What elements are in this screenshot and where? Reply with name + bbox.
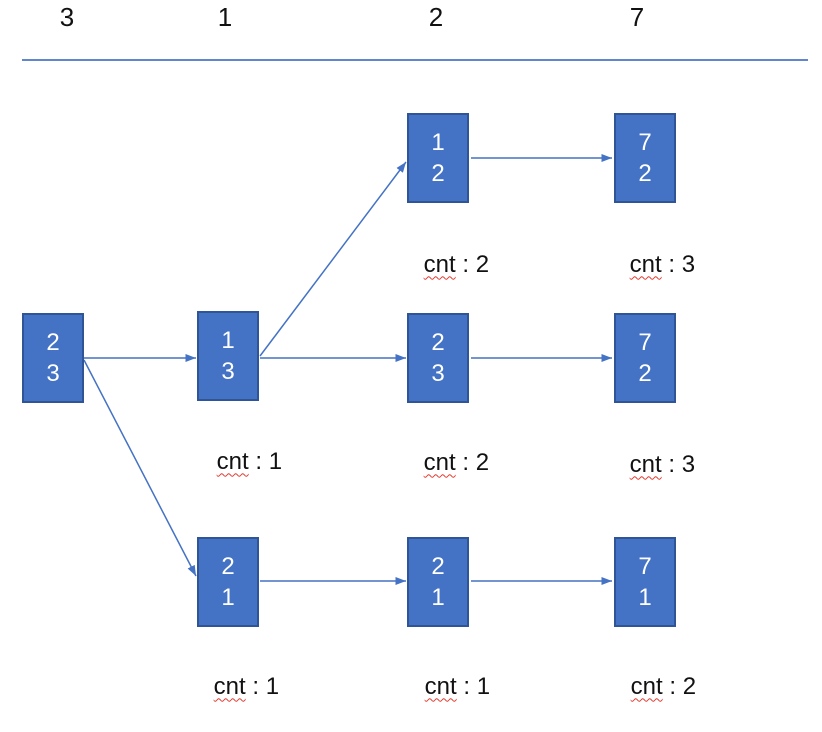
node-top-1-2[interactable]: 1 2: [407, 113, 469, 203]
count-value: 2: [475, 250, 490, 278]
node-value-bottom: 1: [638, 583, 652, 611]
node-mid-7-2[interactable]: 7 2: [614, 313, 676, 403]
node-value-bottom: 2: [638, 359, 652, 387]
count-word: cnt: [629, 450, 662, 478]
count-word: cnt: [629, 250, 662, 278]
count-separator: :: [455, 250, 476, 278]
node-value-top: 1: [221, 326, 235, 354]
node-value-bottom: 1: [221, 583, 235, 611]
count-label-top-7-2[interactable]: cnt : 3: [603, 223, 695, 306]
node-mid-1-3[interactable]: 1 3: [197, 311, 259, 401]
count-value: 2: [682, 672, 697, 700]
count-word: cnt: [213, 672, 246, 700]
count-separator: :: [662, 672, 683, 700]
count-separator: :: [455, 448, 476, 476]
count-label-bottom-2-1-second[interactable]: cnt : 1: [398, 645, 490, 728]
node-value-top: 1: [431, 128, 445, 156]
node-value-top: 7: [638, 328, 652, 356]
count-word: cnt: [216, 447, 249, 475]
node-value-bottom: 3: [221, 357, 235, 385]
node-value-bottom: 1: [431, 583, 445, 611]
count-value: 1: [268, 447, 283, 475]
count-separator: :: [661, 450, 682, 478]
count-label-mid-1-3[interactable]: cnt : 1: [190, 420, 282, 503]
node-bottom-2-1-first[interactable]: 2 1: [197, 537, 259, 627]
node-value-top: 7: [638, 552, 652, 580]
node-mid-2-3[interactable]: 2 3: [407, 313, 469, 403]
count-label-mid-7-2[interactable]: cnt : 3: [603, 423, 695, 506]
header-number-2[interactable]: 1: [217, 2, 233, 32]
node-top-7-2[interactable]: 7 2: [614, 113, 676, 203]
count-value: 3: [681, 250, 696, 278]
header-number-1[interactable]: 3: [59, 2, 75, 32]
node-root-2-3[interactable]: 2 3: [22, 313, 84, 403]
arrow-mid-to-top: [259, 161, 407, 357]
header-divider-line: [22, 59, 808, 61]
count-word: cnt: [423, 250, 456, 278]
node-value-bottom: 3: [431, 359, 445, 387]
count-separator: :: [245, 672, 266, 700]
count-label-bottom-2-1-first[interactable]: cnt : 1: [187, 645, 279, 728]
count-value: 1: [476, 672, 491, 700]
node-value-top: 2: [431, 552, 445, 580]
arrow-root-to-bottom: [83, 359, 197, 577]
count-word: cnt: [630, 672, 663, 700]
node-value-top: 2: [46, 328, 60, 356]
count-label-bottom-7-1[interactable]: cnt : 2: [604, 645, 696, 728]
node-value-bottom: 3: [46, 359, 60, 387]
header-number-3[interactable]: 2: [428, 2, 444, 32]
count-separator: :: [456, 672, 477, 700]
count-separator: :: [248, 447, 269, 475]
node-value-top: 2: [431, 328, 445, 356]
count-value: 3: [681, 450, 696, 478]
node-value-bottom: 2: [431, 159, 445, 187]
count-label-top-1-2[interactable]: cnt : 2: [397, 223, 489, 306]
header-number-4[interactable]: 7: [629, 2, 645, 32]
node-bottom-7-1[interactable]: 7 1: [614, 537, 676, 627]
count-value: 1: [265, 672, 280, 700]
count-label-mid-2-3[interactable]: cnt : 2: [397, 421, 489, 504]
node-value-bottom: 2: [638, 159, 652, 187]
count-word: cnt: [423, 448, 456, 476]
node-value-top: 2: [221, 552, 235, 580]
node-bottom-2-1-second[interactable]: 2 1: [407, 537, 469, 627]
count-separator: :: [661, 250, 682, 278]
count-word: cnt: [424, 672, 457, 700]
count-value: 2: [475, 448, 490, 476]
node-value-top: 7: [638, 128, 652, 156]
